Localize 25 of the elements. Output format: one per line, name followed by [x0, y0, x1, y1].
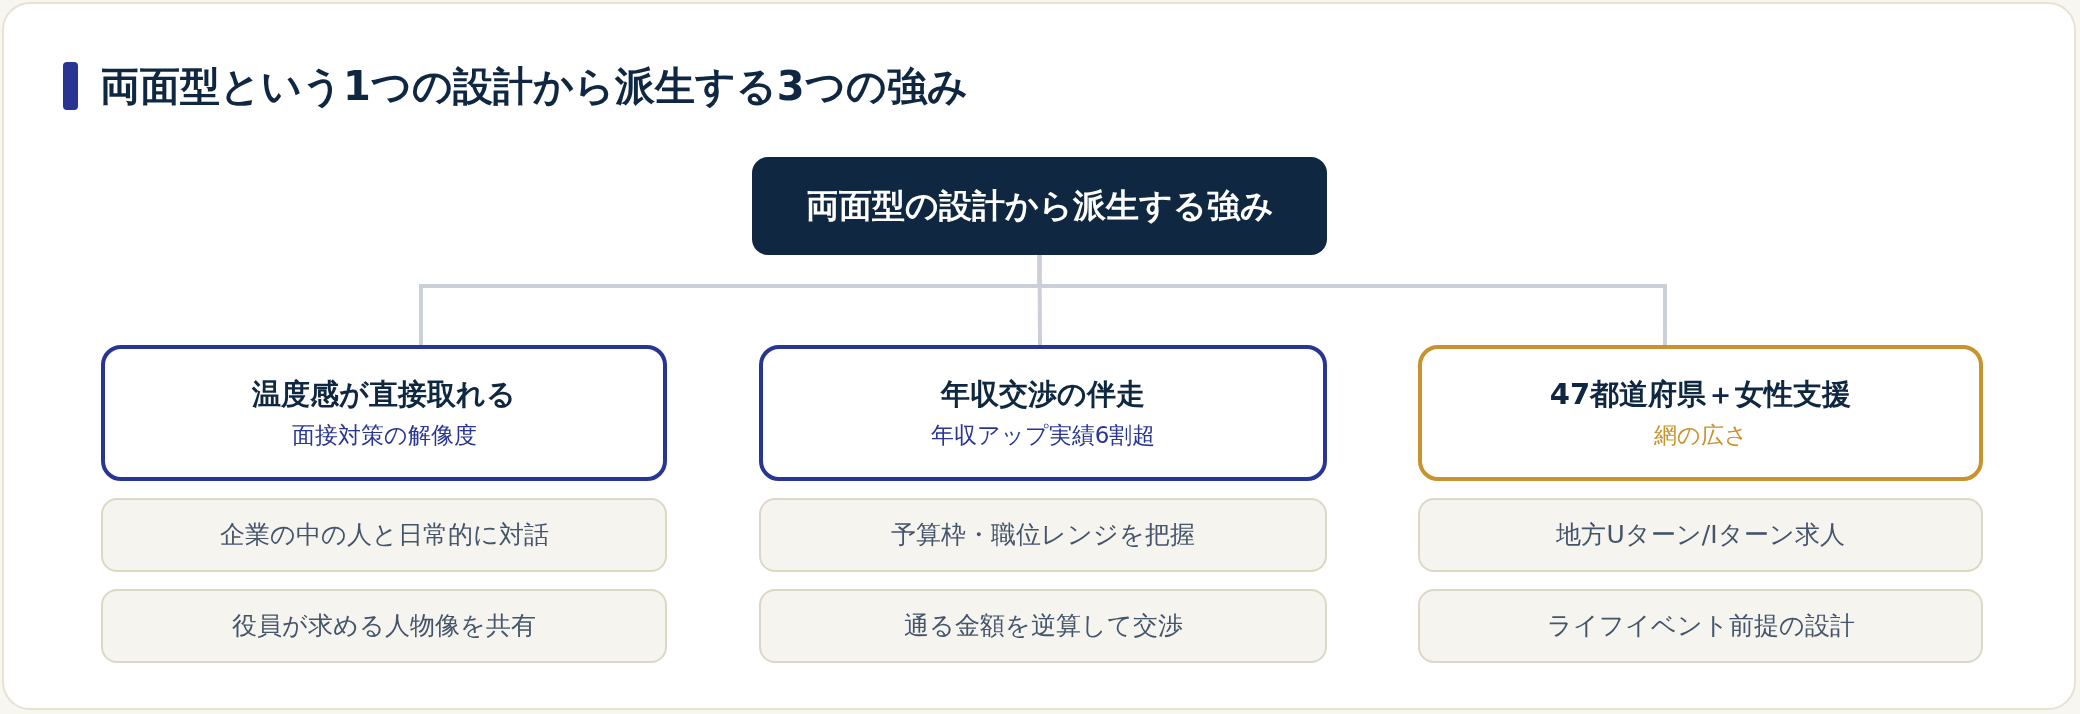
detail-box — [759, 498, 1327, 572]
strength-card — [101, 345, 667, 481]
card-heading: 47都道府県＋女性支援 — [1549, 376, 1852, 412]
root-box — [752, 157, 1327, 255]
card-subheading: 面接対策の解像度 — [291, 421, 477, 450]
detail-text: 予算枠・職位レンジを把握 — [891, 520, 1195, 550]
strength-card — [1418, 345, 1983, 481]
detail-box — [1418, 589, 1983, 663]
detail-text: 企業の中の人と日常的に対話 — [219, 520, 549, 550]
diagram-title: 両面型という1つの設計から派生する3つの強み — [100, 62, 968, 110]
card-heading: 温度感が直接取れる — [252, 376, 516, 412]
detail-text: 地方Uターン/Iターン求人 — [1556, 520, 1845, 550]
detail-text: 役員が求める人物像を共有 — [232, 611, 536, 641]
card-heading: 年収交渉の伴走 — [941, 376, 1145, 412]
connector-line — [1037, 255, 1667, 345]
root-heading: 両面型の設計から派生する強み — [805, 186, 1274, 226]
detail-box — [101, 589, 667, 663]
detail-box — [759, 589, 1327, 663]
card-subheading: 年収アップ実績6割超 — [930, 421, 1156, 450]
detail-text: 通る金額を逆算して交渉 — [903, 611, 1183, 641]
detail-box — [1418, 498, 1983, 572]
detail-box — [101, 498, 667, 572]
detail-text: ライフイベント前提の設計 — [1546, 611, 1855, 641]
strength-card — [759, 345, 1327, 481]
card-subheading: 網の広さ — [1653, 421, 1748, 450]
